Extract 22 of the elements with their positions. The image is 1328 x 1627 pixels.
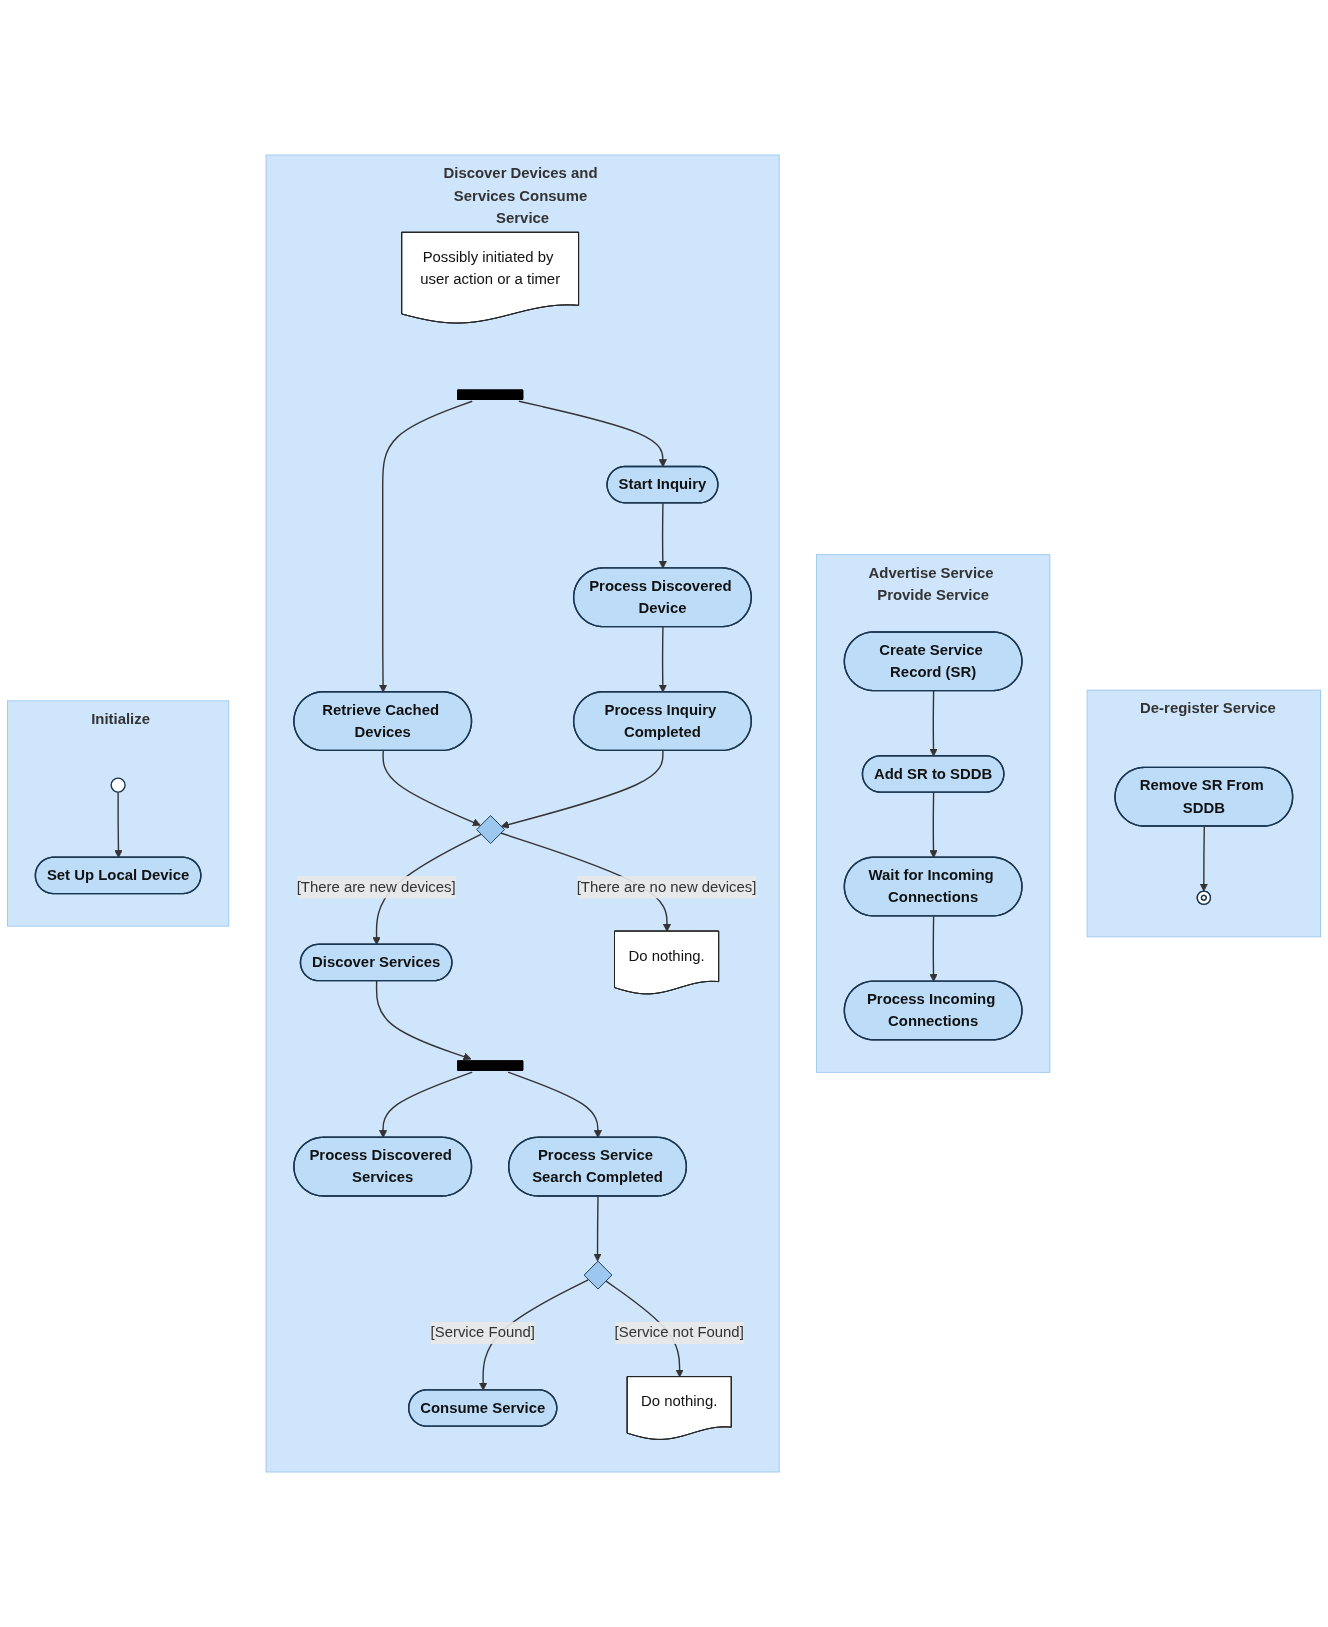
arrow — [929, 690, 938, 757]
edge-label: [Service not Found] — [614, 1324, 744, 1341]
arrow — [658, 502, 667, 569]
arrow — [593, 1195, 602, 1262]
arrow — [382, 750, 481, 827]
arrow — [379, 400, 473, 693]
node-diamond — [476, 815, 506, 844]
arrow — [114, 791, 123, 859]
arrow — [929, 791, 938, 859]
arrow — [1199, 825, 1208, 892]
arrow — [929, 915, 938, 982]
node-circle — [110, 777, 126, 793]
node-diamond — [583, 1260, 613, 1290]
arrow — [518, 400, 667, 468]
edge-label: [There are no new devices] — [576, 878, 757, 895]
arrow — [500, 750, 664, 829]
arrow — [375, 980, 472, 1061]
arrow — [658, 626, 667, 693]
edge-label: [Service Found] — [430, 1324, 535, 1341]
arrow — [379, 1071, 473, 1139]
arrow — [507, 1071, 602, 1139]
edge-label: [There are new devices] — [296, 878, 456, 895]
